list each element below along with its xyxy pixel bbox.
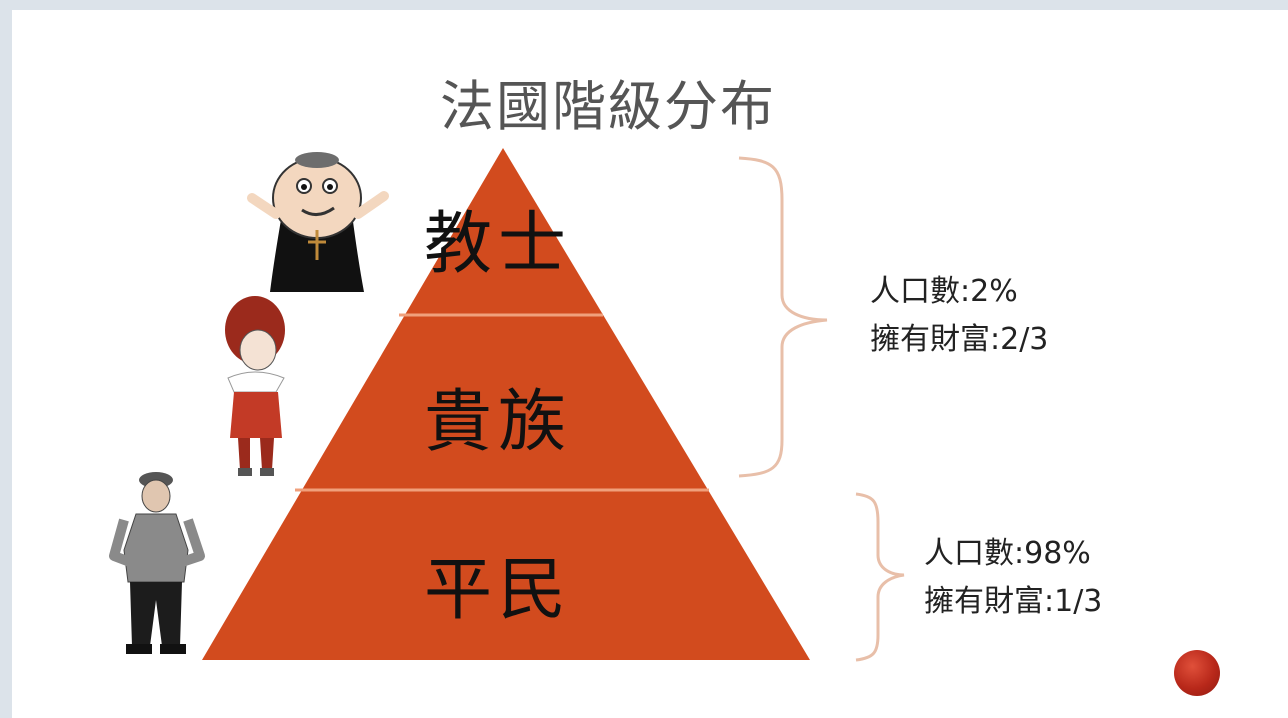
bracket-lower xyxy=(855,492,905,662)
group-upper-wealth: 擁有財富:2/3 xyxy=(870,322,1049,357)
slide: 法國階級分布 xyxy=(12,10,1288,718)
group-lower-population: 人口數:98% xyxy=(924,536,1091,571)
tier-label-clergy: 教士 xyxy=(424,205,573,284)
group-upper-stats: 人口數:2% 擁有財富:2/3 xyxy=(870,268,1048,364)
bracket-upper xyxy=(738,156,828,478)
bullet-dot-icon xyxy=(1174,650,1220,696)
pyramid-shape xyxy=(202,148,810,660)
tier-label-nobility: 貴族 xyxy=(424,383,573,462)
clergy-figure-icon xyxy=(247,152,389,292)
group-upper-population: 人口數:2% xyxy=(870,274,1018,309)
group-lower-wealth: 擁有財富:1/3 xyxy=(924,584,1103,619)
tier-label-commoners: 平民 xyxy=(424,551,573,630)
pyramid-diagram xyxy=(109,148,905,662)
commoner-figure-icon xyxy=(109,472,205,654)
slide-title: 法國階級分布 xyxy=(440,75,776,138)
noble-figure-icon xyxy=(225,296,285,476)
group-lower-stats: 人口數:98% 擁有財富:1/3 xyxy=(924,530,1102,626)
